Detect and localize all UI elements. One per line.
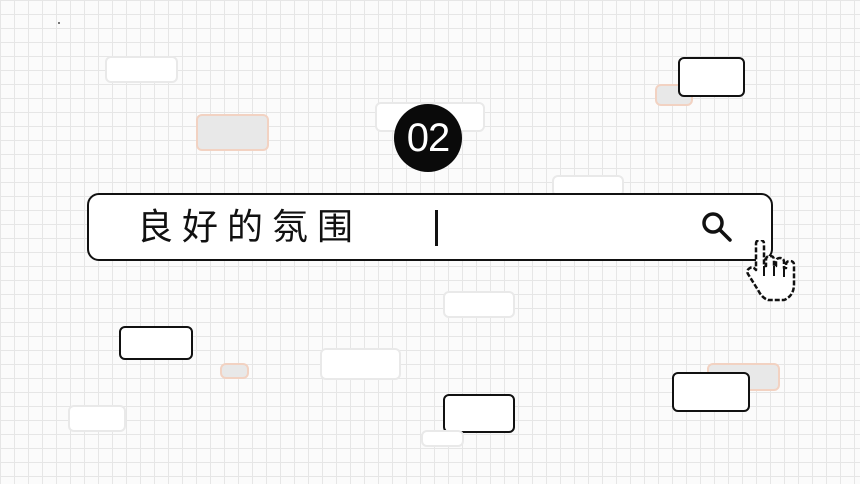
deco-box [119, 326, 193, 360]
text-caret [435, 210, 438, 246]
deco-box [220, 363, 249, 379]
search-bar[interactable]: 良好的氛围 [87, 193, 773, 261]
section-number-badge: 02 [394, 104, 462, 172]
speck [58, 22, 60, 24]
deco-box [443, 291, 515, 318]
search-icon[interactable] [701, 211, 735, 245]
deco-box [443, 394, 515, 433]
deco-box [320, 348, 401, 380]
hand-pointer-icon [746, 240, 796, 302]
deco-box [421, 430, 464, 447]
deco-box [672, 372, 750, 412]
deco-box [678, 57, 745, 97]
deco-box [68, 405, 126, 432]
search-query-text: 良好的氛围 [137, 207, 363, 248]
deco-box [196, 114, 269, 151]
deco-box [105, 56, 178, 83]
